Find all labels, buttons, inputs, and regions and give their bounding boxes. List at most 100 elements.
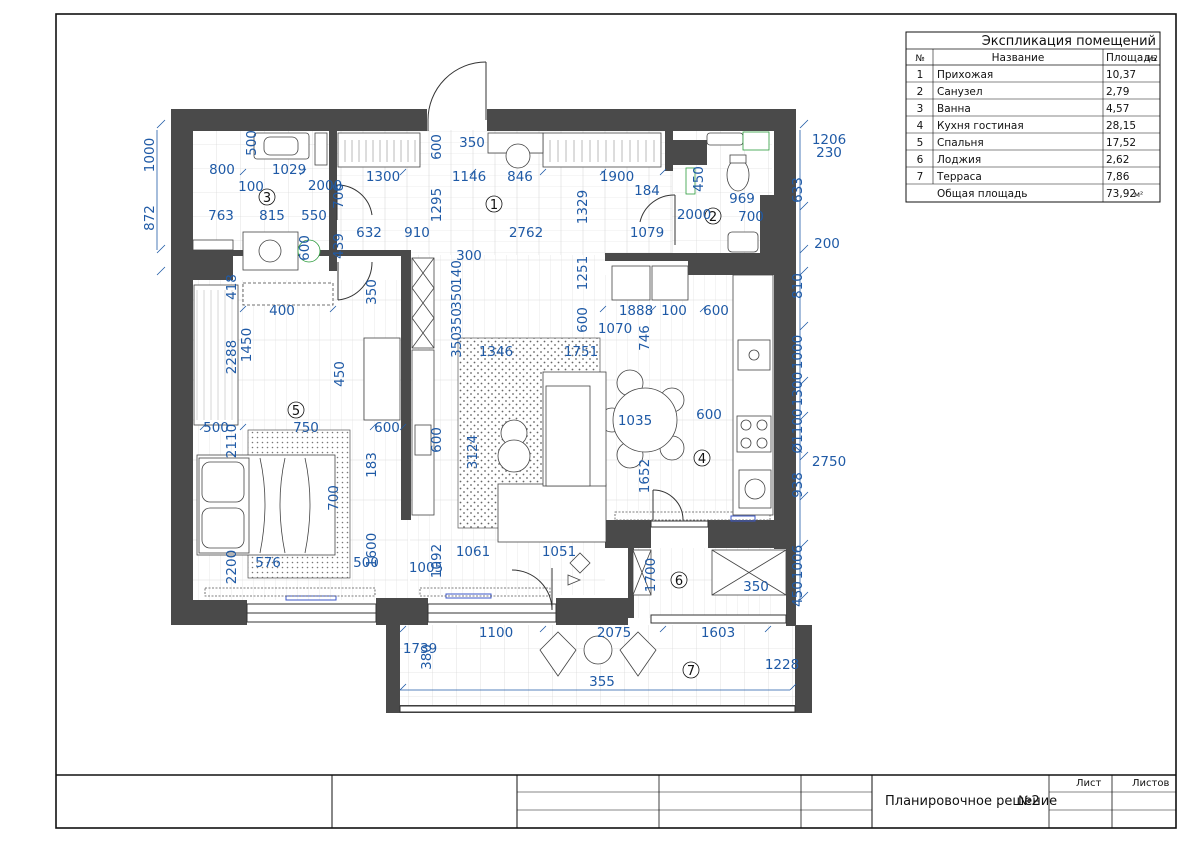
sheet-number: №2 bbox=[1018, 794, 1040, 809]
dimension-label: 2000 bbox=[308, 178, 342, 194]
dimension-label: 746 bbox=[637, 325, 653, 351]
dimension-label: 380 bbox=[419, 644, 435, 670]
dimension-label: 350 bbox=[449, 308, 465, 334]
dimension-label: 1346 bbox=[479, 344, 513, 360]
dimension-label: 1295 bbox=[429, 188, 445, 222]
explication-name-7: Терраса bbox=[936, 171, 982, 183]
dimension-label: 2110 bbox=[224, 424, 240, 458]
dimension-label: 1000 bbox=[142, 138, 158, 172]
dimension-label: 706 bbox=[331, 183, 347, 209]
room-number-5 bbox=[287, 401, 305, 419]
dimension-label: 2288 bbox=[224, 340, 240, 374]
dimension-label: 938 bbox=[790, 472, 806, 498]
total-area: 73,92 bbox=[1106, 188, 1136, 200]
explication-name-6: Лоджия bbox=[937, 154, 981, 166]
col-name-header: Название bbox=[992, 52, 1045, 64]
dimension-label: 872 bbox=[142, 205, 158, 231]
dimension-label: 1329 bbox=[575, 190, 591, 224]
room-number-6 bbox=[670, 571, 688, 589]
dimension-label: 400 bbox=[269, 303, 295, 319]
dimension-label: 300 bbox=[456, 248, 482, 264]
room-label-4: 4 bbox=[698, 452, 706, 467]
dimension-label: Ø1100 bbox=[790, 409, 806, 454]
dimension-label: 500 bbox=[353, 555, 379, 571]
col-area-header: Площадь bbox=[1106, 52, 1157, 64]
dimension-label: 1450 bbox=[239, 328, 255, 362]
dimension-label: 2075 bbox=[597, 625, 631, 641]
dimension-label: 200 bbox=[814, 236, 840, 252]
bed-icon bbox=[196, 454, 336, 556]
dimension-label: 350 bbox=[364, 279, 380, 305]
dimension-label: 576 bbox=[255, 555, 281, 571]
dimension-label: 800 bbox=[209, 162, 235, 178]
dimension-label: 1100 bbox=[479, 625, 513, 641]
dimension-label: 1300 bbox=[366, 169, 400, 185]
dimension-label: 750 bbox=[293, 420, 319, 436]
room-number-1 bbox=[485, 195, 503, 213]
explication-area-6: 2,62 bbox=[1106, 154, 1129, 166]
explication-area-2: 2,79 bbox=[1106, 86, 1129, 98]
dimension-label: 100 bbox=[661, 303, 687, 319]
room-number-7 bbox=[682, 661, 700, 679]
explication-no-3: 3 bbox=[917, 103, 924, 115]
dimension-label: 846 bbox=[507, 169, 533, 185]
dimension-label: 1228 bbox=[765, 657, 799, 673]
dimension-label: 1900 bbox=[600, 169, 634, 185]
dimension-label: 1300 bbox=[790, 372, 806, 406]
dimension-label: 1006 bbox=[790, 545, 806, 579]
dimension-label: 1600 bbox=[364, 533, 380, 567]
dimension-label: 500 bbox=[203, 420, 229, 436]
room-label-3: 3 bbox=[263, 191, 271, 206]
dimension-label: 418 bbox=[224, 274, 240, 300]
dimension-label: 815 bbox=[259, 208, 285, 224]
dimension-label: 1888 bbox=[619, 303, 653, 319]
dimension-label: 632 bbox=[356, 225, 382, 241]
dimension-label: 1000 bbox=[790, 335, 806, 369]
room-label-6: 6 bbox=[675, 574, 683, 589]
dimension-label: 700 bbox=[326, 485, 342, 511]
dimension-label: 1206 bbox=[812, 132, 846, 148]
dimension-label: 350 bbox=[743, 579, 769, 595]
dimension-label: 1061 bbox=[456, 544, 490, 560]
explication-name-2: Санузел bbox=[937, 86, 983, 98]
dimension-label: 600 bbox=[374, 420, 400, 436]
dimension-label: 183 bbox=[364, 452, 380, 478]
explication-name-3: Ванна bbox=[937, 103, 971, 115]
dimension-label: 1146 bbox=[452, 169, 486, 185]
dimension-label: 550 bbox=[301, 208, 327, 224]
dimension-label: 600 bbox=[575, 307, 591, 333]
dimension-label: 1700 bbox=[643, 558, 659, 592]
dimension-label: 439 bbox=[331, 233, 347, 259]
dimension-label: 600 bbox=[703, 303, 729, 319]
explication-name-5: Спальня bbox=[937, 137, 984, 149]
dimension-label: 600 bbox=[297, 235, 313, 261]
explication-name-4: Кухня гостиная bbox=[937, 120, 1024, 132]
dimension-label: 600 bbox=[429, 427, 445, 453]
dimension-label: 969 bbox=[729, 191, 755, 207]
dimension-label: 100 bbox=[238, 179, 264, 195]
title-block bbox=[56, 774, 1176, 828]
room-number-3 bbox=[258, 188, 276, 206]
room-number-4 bbox=[693, 449, 711, 467]
dimension-label: 1005 bbox=[409, 560, 443, 576]
dimension-label: 230 bbox=[816, 145, 842, 161]
dimension-label: 3124 bbox=[465, 435, 481, 469]
explication-table: Экспликация помещений № Название Площадь… bbox=[905, 31, 1161, 203]
room-number-2 bbox=[704, 207, 722, 225]
dimension-label: 1652 bbox=[637, 459, 653, 493]
room-label-1: 1 bbox=[490, 198, 498, 213]
dimension-label: 1251 bbox=[575, 256, 591, 290]
sheets-label: Листов bbox=[1132, 778, 1169, 789]
dimension-label: 1092 bbox=[429, 544, 445, 578]
explication-no-6: 6 bbox=[917, 154, 924, 166]
dimension-label: 184 bbox=[634, 183, 660, 199]
explication-area-5: 17,52 bbox=[1106, 137, 1136, 149]
drawing-title: Планировочное решение bbox=[885, 794, 1057, 809]
dimension-label: 1051 bbox=[542, 544, 576, 560]
dimension-label: 2200 bbox=[224, 550, 240, 584]
dimension-label: 600 bbox=[429, 134, 445, 160]
dimension-label: 2000 bbox=[677, 207, 711, 223]
sheet-frame bbox=[55, 13, 1177, 829]
